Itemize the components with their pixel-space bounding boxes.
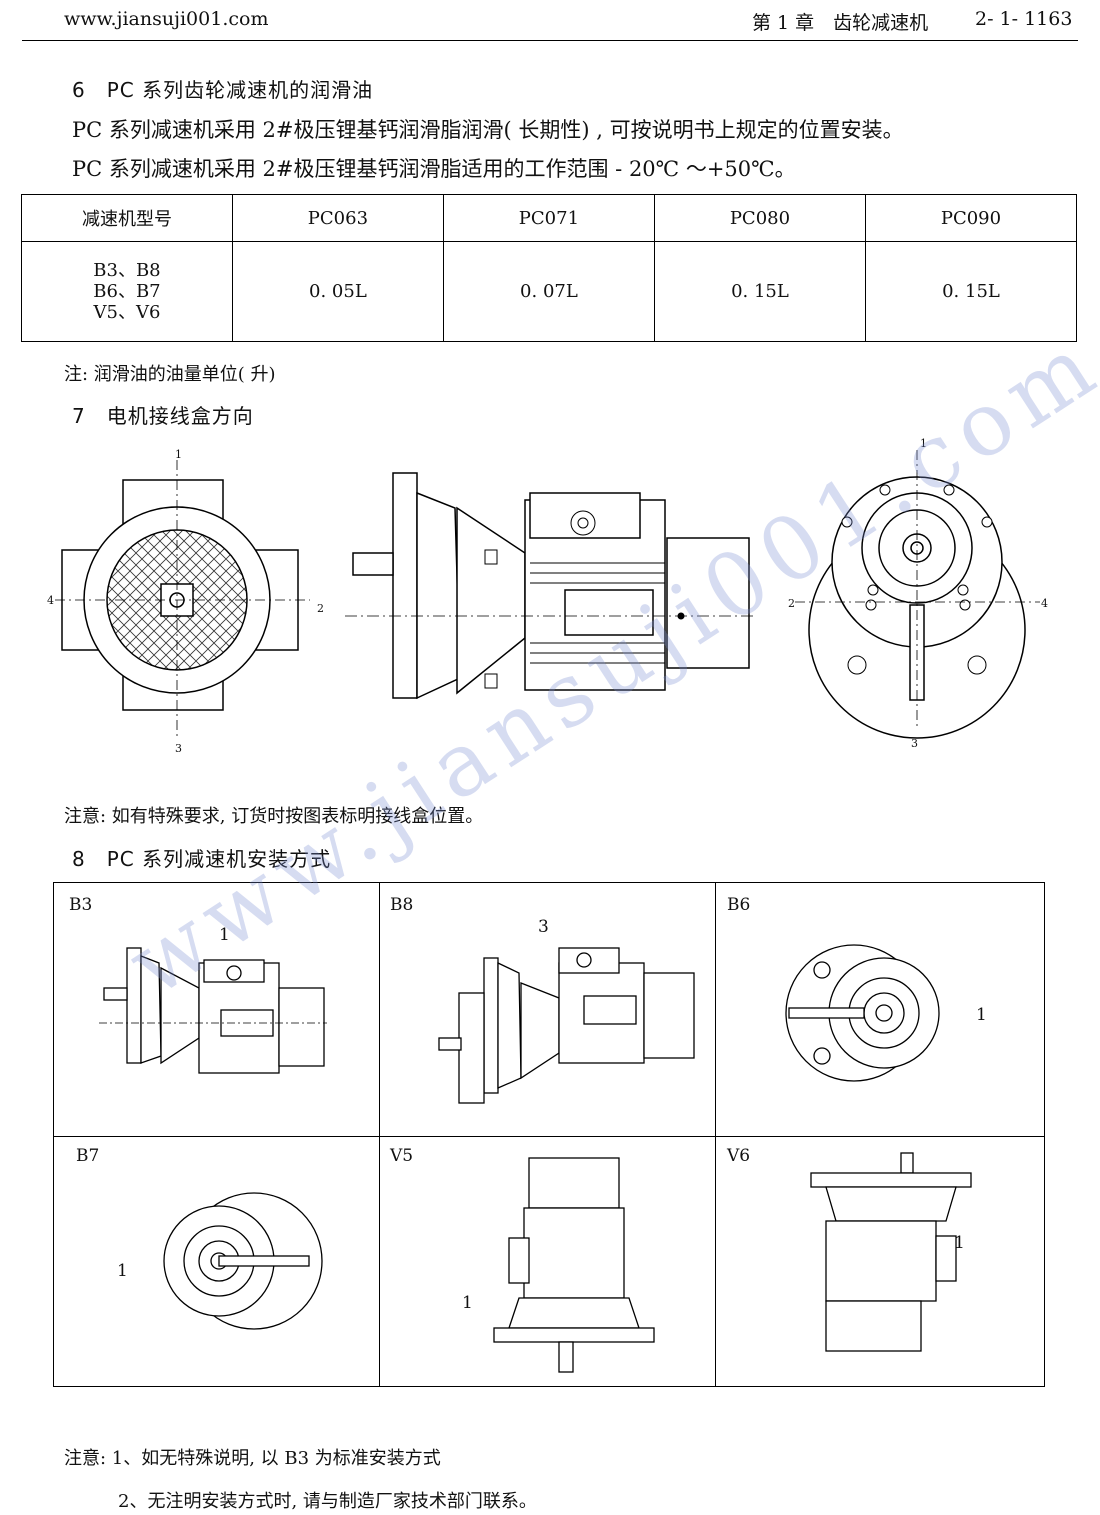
fig7-right-label-right: 4 (1041, 597, 1048, 610)
header-website: www.jiansuji001.com (64, 8, 269, 30)
fig7-right-label-left: 2 (788, 597, 795, 610)
fig7-left-label-right: 2 (317, 602, 324, 615)
oil-table-col-pc090: PC090 (864, 194, 1078, 242)
mount-position: B3、B8 (93, 260, 161, 281)
grid-divider (715, 883, 716, 1386)
footer-note-1: 注意: 1、如无特殊说明, 以 B3 为标准安装方式 (64, 1448, 441, 1469)
oil-table-mount-positions: B3、B8 B6、B7 V5、V6 (21, 241, 233, 342)
mount-label-b6: B6 (727, 895, 751, 915)
mount-num-b3: 1 (219, 925, 230, 945)
mount-num-b8: 3 (538, 917, 549, 937)
fig7-right-label-top: 1 (920, 437, 927, 450)
fig7-left-label-bottom: 3 (175, 742, 182, 755)
oil-table-col-pc071: PC071 (442, 194, 655, 242)
mount-label-b7: B7 (76, 1146, 100, 1166)
oil-table-col-pc063: PC063 (231, 194, 444, 242)
oil-value-pc090: 0. 15L (864, 241, 1078, 342)
mount-num-v6: 1 (954, 1233, 965, 1253)
mount-figure-b3 (99, 947, 327, 1074)
header-chapter: 第 1 章 齿轮减速机 (752, 12, 929, 34)
mount-position: V5、V6 (93, 302, 161, 323)
terminal-box-end-view-figure (55, 460, 310, 740)
header-page-number: 2- 1- 1163 (975, 8, 1073, 30)
grid-divider (54, 1136, 1044, 1137)
mount-figure-v6 (810, 1152, 972, 1352)
fig7-left-label-left: 4 (47, 594, 54, 607)
mount-figure-b6 (785, 944, 940, 1082)
mount-label-b8: B8 (390, 895, 414, 915)
footer-note-2: 2、无注明安装方式时, 请与制造厂家技术部门联系。 (118, 1491, 537, 1512)
mount-figure-b8 (438, 947, 695, 1104)
oil-value-pc063: 0. 05L (231, 241, 444, 342)
oil-note: 注: 润滑油的油量单位( 升) (64, 364, 276, 385)
fig7-right-label-bottom: 3 (911, 737, 918, 750)
oil-value-pc071: 0. 07L (442, 241, 655, 342)
oil-table-col-pc080: PC080 (653, 194, 866, 242)
oil-table-col-model: 减速机型号 (21, 194, 233, 242)
mount-position: B6、B7 (93, 281, 161, 302)
mount-figure-b7 (163, 1192, 323, 1330)
mount-label-v5: V5 (390, 1146, 414, 1166)
oil-table: 减速机型号 PC063 PC071 PC080 PC090 B3、B8 B6、B… (21, 194, 1078, 342)
mount-num-b7: 1 (117, 1261, 128, 1281)
oil-table-header-row: 减速机型号 PC063 PC071 PC080 PC090 (21, 194, 1078, 242)
oil-value-pc080: 0. 15L (653, 241, 866, 342)
mount-num-b6: 1 (976, 1005, 987, 1025)
section6-para2: PC 系列减速机采用 2#极压锂基钙润滑脂适用的工作范围 - 20℃ ～+50℃… (72, 157, 796, 181)
fig7-left-label-top: 1 (175, 448, 182, 461)
header-rule (22, 40, 1078, 41)
section7-note: 注意: 如有特殊要求, 订货时按图表标明接线盒位置。 (64, 806, 484, 827)
section6-title: 6 PC 系列齿轮减速机的润滑油 (72, 78, 374, 102)
section6-para1: PC 系列减速机采用 2#极压锂基钙润滑脂润滑( 长期性) , 可按说明书上规定… (72, 118, 904, 142)
mounting-positions-grid: B3 1 B8 3 B6 (53, 882, 1045, 1387)
grid-divider (379, 883, 380, 1386)
mount-label-b3: B3 (69, 895, 93, 915)
reducer-motor-side-view-figure (345, 472, 755, 700)
mount-figure-v5 (493, 1157, 655, 1373)
section7-title: 7 电机接线盒方向 (72, 404, 254, 428)
flange-end-view-figure (795, 450, 1040, 739)
oil-table-row: B3、B8 B6、B7 V5、V6 0. 05L 0. 07L 0. 15L 0… (21, 241, 1078, 342)
section8-title: 8 PC 系列减速机安装方式 (72, 847, 332, 871)
mount-label-v6: V6 (727, 1146, 751, 1166)
mount-num-v5: 1 (462, 1293, 473, 1313)
